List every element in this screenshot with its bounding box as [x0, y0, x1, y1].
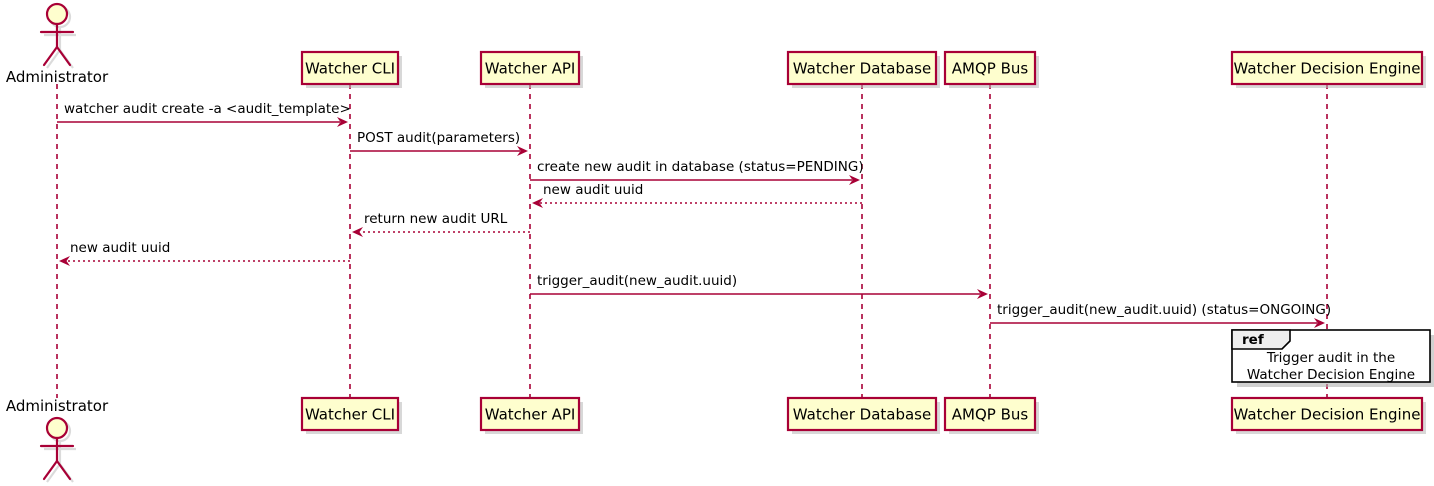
- participant-box: [300, 50, 400, 86]
- participants-group: Watcher CLI Watcher CLI Watcher API Watcher…: [300, 50, 1426, 434]
- participant-box: [786, 50, 938, 86]
- actor-body: [39, 436, 75, 481]
- ref-fragment-line-1: Trigger audit in the: [1266, 350, 1395, 366]
- message-arrowhead: [59, 256, 70, 266]
- message-5-watcher-api-to-watcher-cli: return new audit URL: [352, 211, 530, 237]
- participant-amqp-bus-bottom[interactable]: AMQP Bus: [943, 396, 1039, 434]
- message-label: POST audit(parameters): [357, 130, 520, 146]
- participant-watcher-database-top[interactable]: Watcher Database: [786, 50, 940, 88]
- participant-watcher-api-bottom[interactable]: Watcher API: [479, 396, 583, 434]
- participant-box: [943, 396, 1037, 432]
- message-6-watcher-cli-to-administrator: new audit uuid: [59, 240, 350, 266]
- participant-label: Watcher Database: [793, 406, 931, 424]
- actor-administrator-top[interactable]: Administrator: [6, 2, 109, 86]
- lifelines-group: [56, 84, 1328, 398]
- participant-label: Watcher API: [485, 60, 576, 78]
- participant-label: Watcher Decision Engine: [1234, 406, 1421, 424]
- ref-fragment-tab: [1231, 329, 1291, 350]
- participant-watcher-database-bottom[interactable]: Watcher Database: [786, 396, 940, 434]
- participant-box: [1230, 396, 1424, 432]
- actor-head: [45, 2, 69, 26]
- message-label: create new audit in database (status=PEN…: [537, 159, 864, 175]
- participant-watcher-api-top[interactable]: Watcher API: [479, 50, 583, 88]
- actor-head: [45, 416, 69, 440]
- messages-group: watcher audit create -a <audit_template>…: [57, 101, 1331, 328]
- message-2-watcher-cli-to-watcher-api: POST audit(parameters): [350, 130, 528, 156]
- actor-label: Administrator: [6, 68, 109, 86]
- message-label: trigger_audit(new_audit.uuid): [537, 273, 737, 289]
- participant-label: Watcher API: [485, 406, 576, 424]
- participant-label: Watcher CLI: [305, 60, 395, 78]
- participant-box: [1230, 50, 1424, 86]
- message-3-watcher-api-to-watcher-database: create new audit in database (status=PEN…: [530, 159, 864, 185]
- participant-box: [943, 50, 1037, 86]
- ref-fragment-line-2: Watcher Decision Engine: [1247, 367, 1415, 383]
- participant-label: Watcher Database: [793, 60, 931, 78]
- message-arrowhead: [849, 175, 860, 185]
- message-8-amqp-bus-to-watcher-decision-engine: trigger_audit(new_audit.uuid) (status=ON…: [990, 302, 1331, 328]
- message-label: watcher audit create -a <audit_template>: [64, 101, 351, 117]
- participant-box: [479, 50, 581, 86]
- message-label: return new audit URL: [364, 211, 508, 227]
- message-arrowhead: [532, 198, 543, 208]
- participant-box: [786, 396, 938, 432]
- participant-label: AMQP Bus: [952, 60, 1029, 78]
- message-7-watcher-api-to-amqp-bus: trigger_audit(new_audit.uuid): [530, 273, 988, 299]
- message-label: new audit uuid: [543, 182, 643, 198]
- message-arrowhead: [352, 227, 363, 237]
- participant-watcher-decision-engine-bottom[interactable]: Watcher Decision Engine: [1230, 396, 1426, 434]
- participant-label: Watcher Decision Engine: [1234, 60, 1421, 78]
- message-arrowhead: [1314, 318, 1325, 328]
- participant-watcher-cli-top[interactable]: Watcher CLI: [300, 50, 402, 88]
- actor-body: [39, 22, 75, 67]
- participant-watcher-decision-engine-top[interactable]: Watcher Decision Engine: [1230, 50, 1426, 88]
- participant-box: [479, 396, 581, 432]
- participant-amqp-bus-top[interactable]: AMQP Bus: [943, 50, 1039, 88]
- message-label: trigger_audit(new_audit.uuid) (status=ON…: [997, 302, 1331, 318]
- message-1-administrator-to-watcher-cli: watcher audit create -a <audit_template>: [57, 101, 351, 127]
- actor-label: Administrator: [6, 397, 109, 415]
- message-arrowhead: [517, 146, 528, 156]
- ref-fragment-keyword: ref: [1242, 332, 1264, 348]
- participant-label: AMQP Bus: [952, 406, 1029, 424]
- participant-label: Watcher CLI: [305, 406, 395, 424]
- message-label: new audit uuid: [70, 240, 170, 256]
- message-arrowhead: [977, 289, 988, 299]
- actor-administrator-bottom[interactable]: Administrator: [6, 397, 109, 483]
- participant-box: [300, 396, 400, 432]
- message-arrowhead: [337, 117, 348, 127]
- message-4-watcher-database-to-watcher-api: new audit uuid: [532, 182, 862, 208]
- participant-watcher-cli-bottom[interactable]: Watcher CLI: [300, 396, 402, 434]
